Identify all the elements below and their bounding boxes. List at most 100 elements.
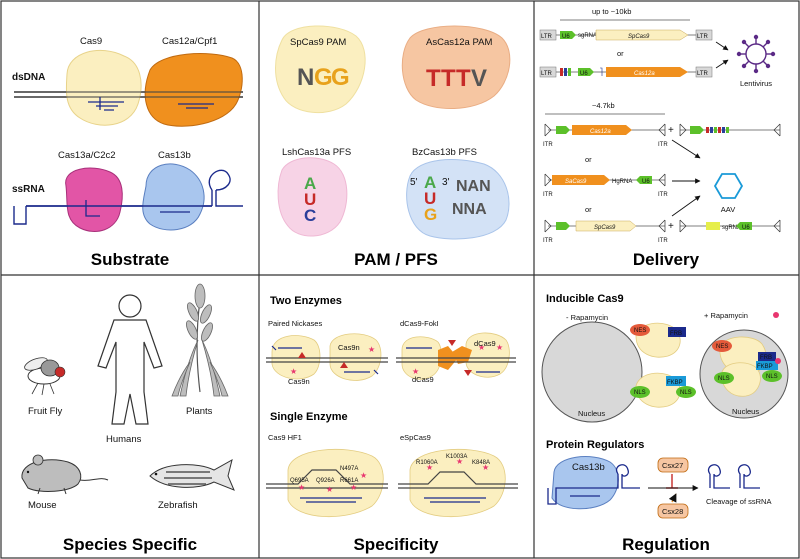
cas12a-label: Cas12a/Cpf1: [162, 36, 217, 47]
protein-regulators-heading: Protein Regulators: [546, 439, 644, 451]
tttv-t1: T: [426, 65, 441, 92]
svg-text:★: ★: [496, 343, 503, 352]
nls-label-3: NLS: [718, 376, 730, 382]
fruit-fly-label: Fruit Fly: [28, 406, 63, 417]
itr-6: ITR: [658, 238, 668, 244]
cas9-hf1-diagram: ★ ★ ★ ★ Q695A Q926A N497A R661A: [266, 448, 388, 518]
auc-c: C: [304, 206, 316, 225]
espcas9-label: eSpCas9: [400, 433, 431, 442]
fruit-fly-icon: [24, 357, 66, 396]
nls-label-1: NLS: [634, 390, 646, 396]
aav-label: AAV: [721, 205, 735, 214]
aug-u: U: [424, 189, 436, 208]
mut-q695a: Q695A: [290, 478, 309, 484]
nucleus-label-2: Nucleus: [732, 407, 759, 416]
zebrafish-icon: [149, 459, 235, 491]
lshcas13a-label: LshCas13a PFS: [282, 147, 351, 158]
three-prime: 3': [442, 177, 450, 188]
mut-r661a: R661A: [340, 478, 358, 484]
tttv-t3: T: [456, 65, 471, 92]
specificity-title: Specificity: [353, 535, 439, 554]
mouse-label: Mouse: [28, 500, 57, 511]
frb-label-1: FRB: [670, 331, 682, 337]
cas13a-label: Cas13a/C2c2: [58, 150, 116, 161]
cas9n-label-1: Cas9n: [338, 343, 360, 352]
nls-label-2: NLS: [680, 390, 692, 396]
aav-icon: [713, 173, 744, 199]
cas13b-shape: [142, 163, 205, 231]
aav-row-2: ITR SaCas9 HgRNA U6 ITR: [543, 173, 668, 198]
mouse-icon: [21, 454, 109, 495]
ltr-label-3: LTR: [541, 71, 553, 77]
regulation-title: Regulation: [622, 535, 710, 554]
cas13b-label-2: Cas13b: [572, 462, 605, 473]
aav-row-3: ITR SpCas9 ITR + sgRNA U6: [543, 219, 781, 244]
delivery-title: Delivery: [633, 250, 700, 269]
tttv-v: V: [471, 65, 487, 92]
csx28-label: Csx28: [662, 507, 683, 516]
auc-a: A: [304, 174, 316, 193]
fkbp-label-1: FKBP: [667, 380, 683, 386]
nna-text: NNA: [452, 201, 487, 218]
humans-label: Humans: [106, 434, 142, 445]
itr-2: ITR: [658, 142, 668, 148]
svg-text:★: ★: [412, 367, 419, 376]
or-label-2: or: [585, 155, 592, 164]
svg-text:★: ★: [326, 485, 333, 494]
panel-regulation: Inducible Cas9 - Rapamycin + Rapamycin N…: [541, 293, 789, 554]
sgrna-label-2: sgRNA: [722, 225, 741, 231]
bzcas13b-label: BzCas13b PFS: [412, 147, 477, 158]
substrate-title: Substrate: [91, 250, 169, 269]
panel-substrate: Cas9 Cas12a/Cpf1 dsDNA Cas13a/C2c2 Cas13…: [12, 36, 243, 269]
cas12a-label-1: Cas12a: [634, 71, 655, 77]
paired-nickases-label: Paired Nickases: [268, 319, 322, 328]
itr-1: ITR: [543, 142, 553, 148]
svg-text:★: ★: [456, 457, 463, 466]
svg-text:★: ★: [368, 345, 375, 354]
itr-4: ITR: [658, 192, 668, 198]
lenti-construct-1: LTR U6 sgRNA SpCas9 LTR: [539, 29, 713, 41]
cas13b-label: Cas13b: [158, 150, 191, 161]
dcas9-label-1: dCas9: [474, 339, 496, 348]
mut-k1003a: K1003A: [446, 454, 467, 460]
u6-label: U6: [562, 34, 570, 40]
plus-2: +: [668, 221, 674, 232]
svg-text:★: ★: [290, 367, 297, 376]
plus-rapamycin: + Rapamycin: [704, 311, 748, 320]
panel-pam: SpCas9 PAM AsCas12a PAM N G G T T T V Ls…: [275, 25, 511, 269]
dcas9-foki-diagram: ★ ★ ★ dCas9 dCas9: [396, 332, 516, 384]
cas12a-shape: [144, 53, 243, 127]
mut-k848a: K848A: [472, 460, 490, 466]
ltr-label: LTR: [541, 34, 553, 40]
svg-text:★: ★: [360, 471, 367, 480]
ngg-n: N: [297, 64, 314, 91]
u6-label-4: U6: [742, 225, 750, 231]
nucleus-minus: [541, 321, 643, 423]
minus-rapamycin: - Rapamycin: [566, 313, 608, 322]
svg-text:★: ★: [426, 463, 433, 472]
ltr-label-4: LTR: [697, 71, 709, 77]
ngg-g1: G: [314, 64, 333, 91]
itr-3: ITR: [543, 192, 553, 198]
aug-a: A: [424, 173, 436, 192]
nes-label-1: NES: [634, 328, 646, 334]
auc-u: U: [304, 190, 316, 209]
cas9-label: Cas9: [80, 36, 102, 47]
hgrna-label: HgRNA: [612, 179, 632, 185]
plant-icon: [171, 283, 229, 397]
zebrafish-label: Zebrafish: [158, 500, 198, 511]
cas9-hf1-label: Cas9 HF1: [268, 433, 302, 442]
dcas9-label-2: dCas9: [412, 375, 434, 384]
plus-1: +: [668, 125, 674, 136]
species-title: Species Specific: [63, 535, 197, 554]
lenti-construct-2: LTR U6 Cas12a LTR: [539, 66, 713, 78]
csx27-label: Csx27: [662, 461, 683, 470]
plants-label: Plants: [186, 406, 213, 417]
spcas9-pam-label: SpCas9 PAM: [290, 37, 346, 48]
sacas9-label: SaCas9: [565, 179, 587, 185]
nes-label-2: NES: [716, 344, 728, 350]
ngg-g2: G: [331, 64, 350, 91]
or-label-1: or: [617, 49, 624, 58]
